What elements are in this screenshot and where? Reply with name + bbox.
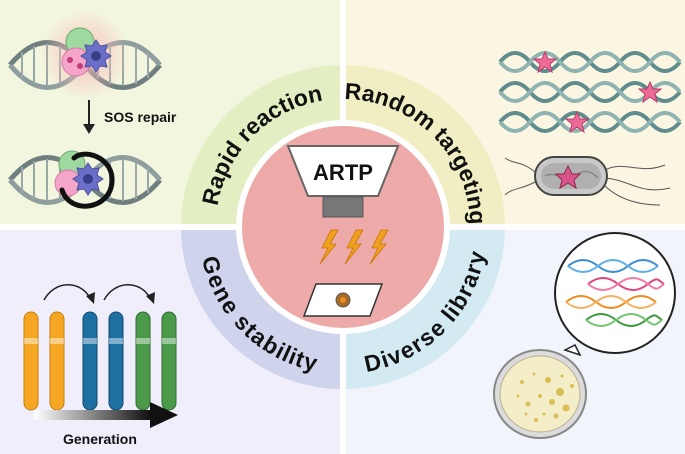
arrow-right-icon: [86, 292, 155, 304]
sample-slide-icon: [302, 283, 384, 317]
center-disc: [236, 120, 450, 334]
bacterium-icon: [504, 156, 671, 206]
lightning-icon: [319, 229, 389, 265]
plasma-jet-icon: ARTP: [286, 145, 400, 218]
arrow-down-icon: [83, 100, 95, 134]
petri-dish-icon: [493, 349, 587, 439]
chromosome-icon: [23, 311, 177, 411]
dna-icon: [565, 259, 665, 327]
cell-icon: [54, 150, 115, 209]
magnifier-icon: [554, 232, 676, 357]
cell-icon: [61, 27, 112, 77]
sos-repair-label: SOS repair: [104, 109, 177, 125]
star-icon: [532, 50, 663, 134]
generation-arc-arrows: [43, 284, 151, 301]
ring: [181, 65, 505, 389]
artp-label: ARTP: [313, 160, 373, 185]
arrow-right-icon: [34, 402, 178, 428]
generation-label: Generation: [63, 431, 137, 447]
